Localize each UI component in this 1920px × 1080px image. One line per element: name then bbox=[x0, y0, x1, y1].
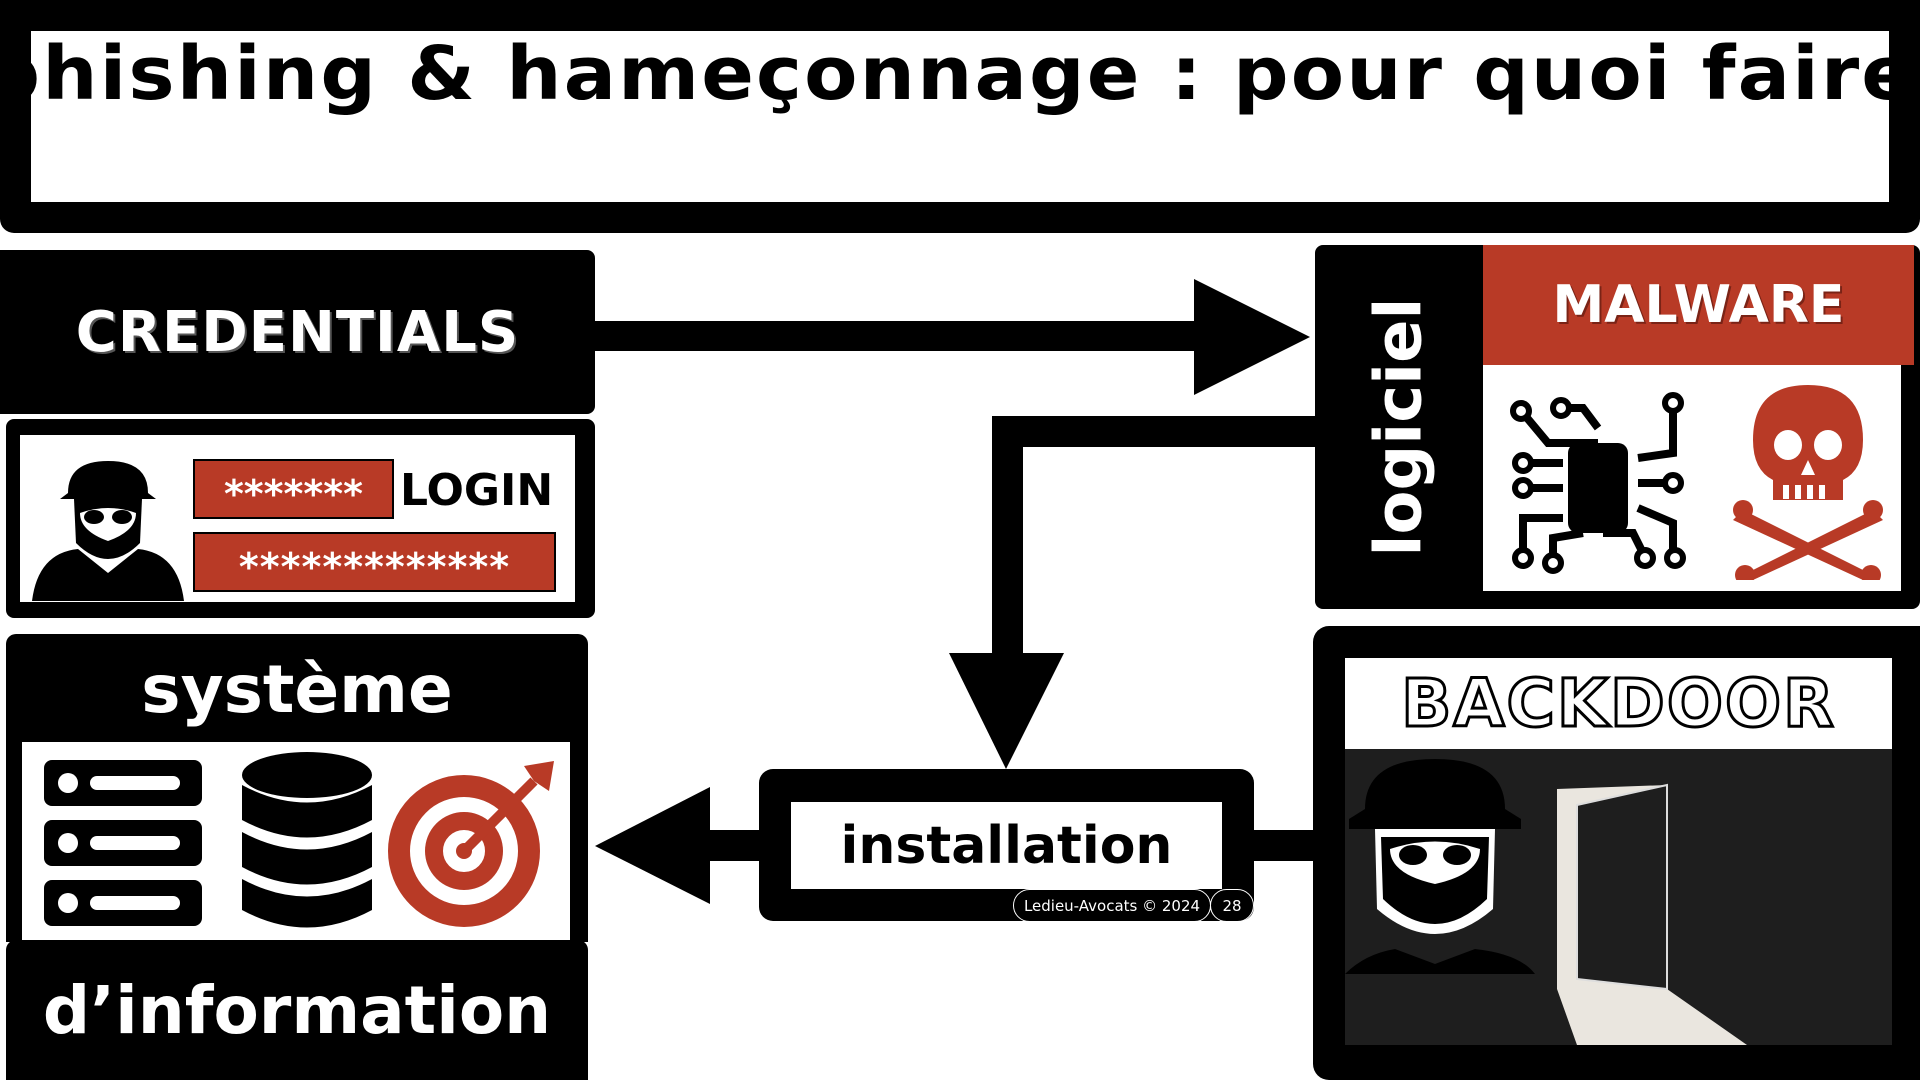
page-title: phishing & hameçonnage : pour quoi faire… bbox=[0, 30, 1917, 203]
elbow-arrow-horizontal bbox=[992, 416, 1315, 447]
password-mask: ******* bbox=[223, 472, 364, 516]
connector-backdoor bbox=[1254, 830, 1316, 861]
systeme-header: système bbox=[6, 634, 588, 744]
credentials-label: CREDENTIALS bbox=[75, 299, 520, 365]
arrow-left-icon bbox=[595, 787, 710, 904]
backdoor-image bbox=[1345, 749, 1892, 1045]
title-box: phishing & hameçonnage : pour quoi faire… bbox=[0, 31, 1914, 203]
page-number: 28 bbox=[1210, 889, 1254, 922]
hacker-icon bbox=[32, 461, 184, 601]
circuit-chip-icon bbox=[1510, 392, 1686, 574]
installation-label: installation bbox=[840, 815, 1173, 876]
malware-label: MALWARE bbox=[1552, 275, 1845, 335]
logiciel-label: logiciel bbox=[1362, 297, 1436, 557]
credentials-header: CREDENTIALS bbox=[0, 250, 595, 414]
footer-credit: Ledieu-Avocats © 2024 bbox=[1013, 889, 1211, 922]
password-field: ******* bbox=[193, 459, 394, 519]
hacker-door-icon bbox=[1345, 759, 1747, 1045]
malware-body bbox=[1483, 365, 1901, 591]
arrow-right-icon bbox=[1194, 279, 1310, 395]
page-number-text: 28 bbox=[1222, 896, 1242, 915]
footer-credit-text: Ledieu-Avocats © 2024 bbox=[1023, 896, 1201, 915]
target-icon bbox=[388, 761, 554, 927]
arrow-down-icon bbox=[949, 653, 1064, 769]
login-field: ************* bbox=[193, 532, 556, 592]
malware-header: MALWARE bbox=[1483, 245, 1914, 365]
server-rack-icon bbox=[44, 760, 202, 926]
login-mask: ************* bbox=[238, 545, 511, 589]
skull-crossbones-icon bbox=[1733, 385, 1883, 580]
backdoor-header: BACKDOOR bbox=[1345, 658, 1892, 749]
login-panel-inner: ******* LOGIN ************* bbox=[20, 435, 575, 602]
information-footer: d’information bbox=[6, 940, 588, 1080]
arrow-left-shaft bbox=[705, 830, 761, 861]
elbow-arrow-vertical bbox=[992, 416, 1023, 656]
database-icon bbox=[242, 752, 372, 928]
installation-inner: installation bbox=[791, 802, 1222, 889]
systeme-label: système bbox=[141, 650, 453, 728]
logiciel-box: logiciel bbox=[1315, 245, 1483, 609]
login-label: LOGIN bbox=[400, 465, 554, 516]
systeme-body bbox=[22, 742, 570, 940]
backdoor-label: BACKDOOR bbox=[1400, 664, 1836, 744]
arrow-shaft bbox=[595, 321, 1199, 351]
information-label: d’information bbox=[42, 971, 552, 1049]
